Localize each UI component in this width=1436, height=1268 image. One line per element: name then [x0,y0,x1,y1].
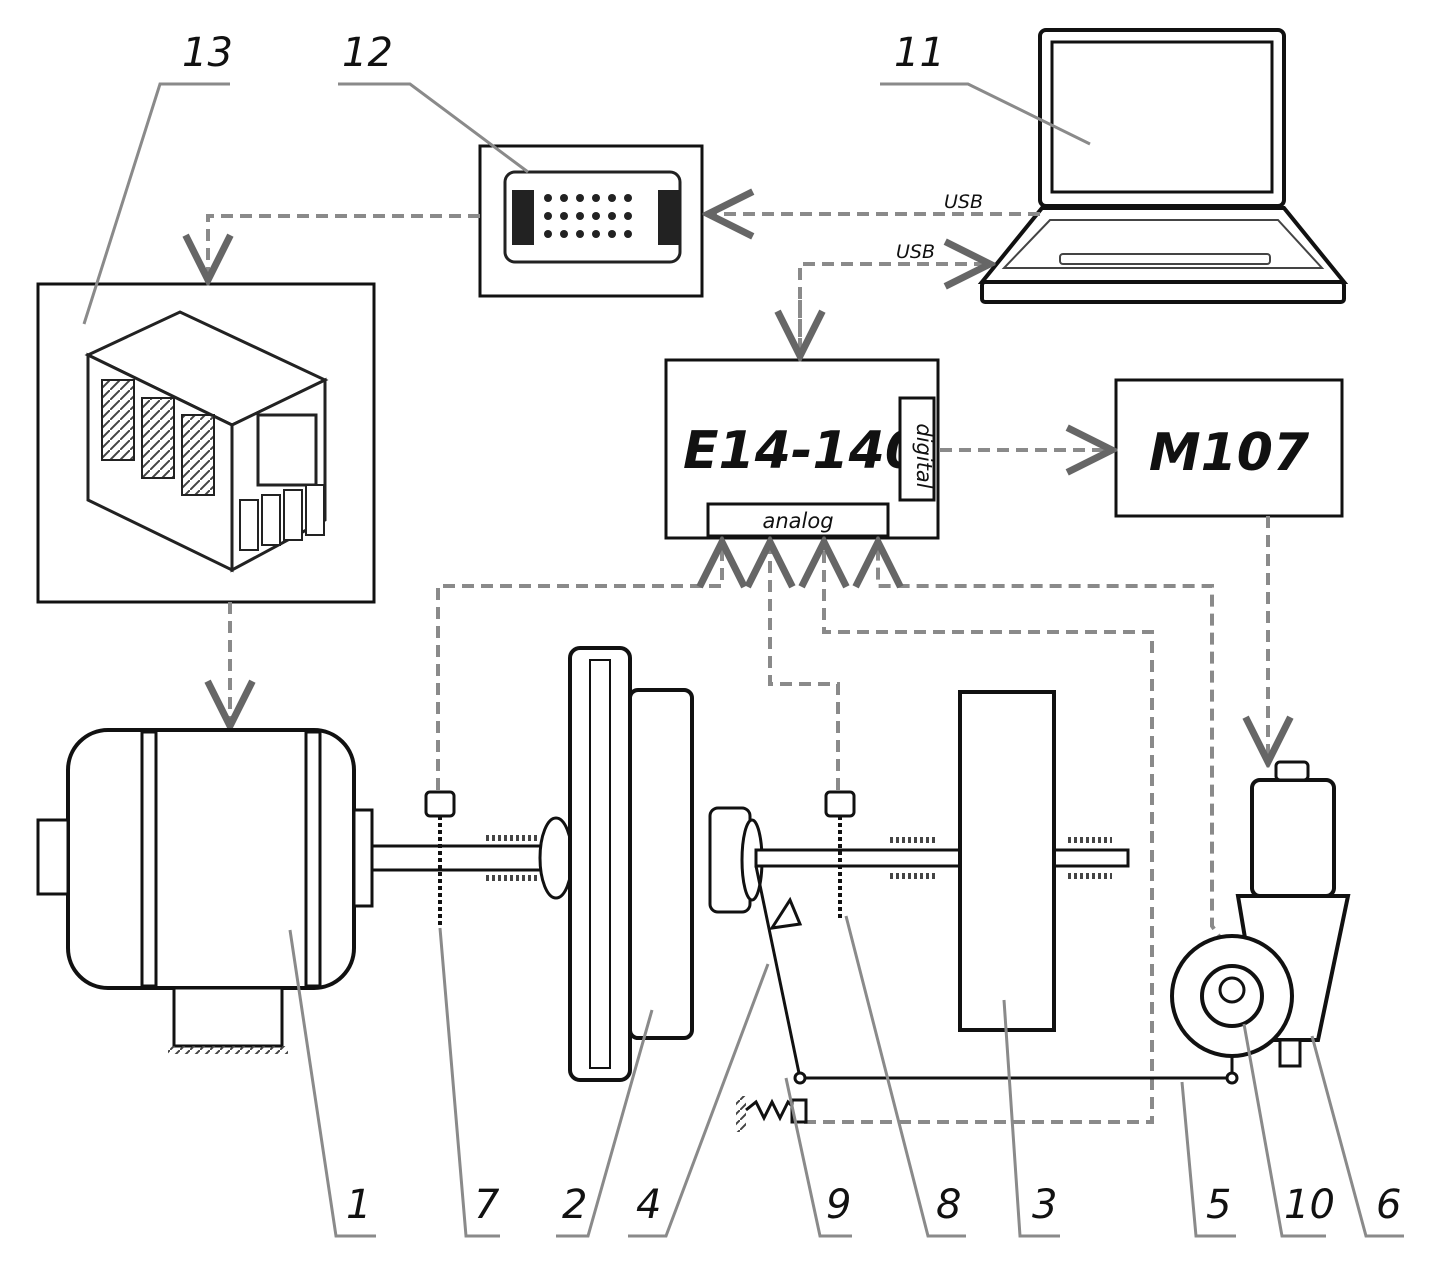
bearing-right [890,837,1112,879]
actuator-clamp [1278,1038,1302,1068]
cam-10-center [1218,976,1246,1004]
shaft-right [708,806,1130,914]
callout-10: 10 [1284,1182,1335,1228]
sensor8-to-adc [770,542,840,790]
leader-lines [82,82,1404,1238]
adc-e14-140: E14-140 analog digital [664,358,940,540]
actuator-6 [1170,760,1351,1068]
electric-motor-1 [36,728,374,1054]
callout-2: 2 [562,1182,587,1228]
inverter-terminals [239,484,325,551]
adc-analog-label: analog [762,509,833,533]
callout-5: 5 [1206,1182,1231,1228]
laptop-touchpad [1059,253,1271,265]
callout-8: 8 [936,1182,961,1228]
spring-mount [736,1096,746,1132]
usb-label-bottom: USB [896,241,935,263]
laptop-keyboard [1001,219,1325,269]
shaft-left [370,835,552,881]
converter-connector-left [512,190,534,245]
motor-foot [172,986,284,1048]
callout-numbers: 13 12 11 1 7 2 4 9 8 3 5 10 6 [182,30,1401,1228]
laptop-screen [1050,40,1274,194]
callout-4: 4 [636,1182,661,1228]
converter-connector-right [658,190,680,245]
callout-12: 12 [342,30,393,76]
rod-5 [800,1040,1234,1080]
motor-front-cap [352,808,374,908]
inverter-vents [101,379,215,496]
usb-label-top: USB [944,191,983,213]
sensor-8 [824,790,856,918]
load-flywheel-3 [958,690,1056,1032]
motor-ground [168,1046,288,1054]
callout-1: 1 [346,1182,371,1228]
m107-title: M107 [1149,423,1310,483]
sensor10-to-adc [878,542,1238,962]
motor-band-right [304,730,322,988]
flywheel-housing [628,688,694,1040]
hub-left [538,816,574,900]
converter-to-inverter [208,214,480,280]
interface-converter-12 [478,144,704,298]
usb-line-adc [798,264,990,356]
adc-analog-port [706,502,890,538]
lever-4 [754,865,802,1079]
callout-9: 9 [826,1182,851,1228]
laptop-base-edge [980,280,1346,304]
adc-digital-port [898,396,936,502]
callout-3: 3 [1032,1182,1057,1228]
motor-band-left [140,730,158,988]
adc-digital-label: digital [912,423,936,488]
sensor-7 [424,790,456,928]
frequency-inverter-13 [36,282,376,604]
converter-pins [544,194,632,238]
sensor7-to-adc [436,542,722,790]
callout-11: 11 [894,30,945,76]
inverter-panel [256,413,318,487]
actuator-cap [1274,760,1310,782]
callout-13: 13 [182,30,233,76]
actuator-motor [1250,778,1336,898]
pivot-support [768,896,803,930]
callout-7: 7 [474,1182,500,1228]
flywheel-rim [589,659,611,1069]
callout-6: 6 [1376,1182,1401,1228]
control-block-m107: M107 [1114,378,1344,518]
flywheel-2 [538,646,694,1082]
laptop-11 [977,28,1349,304]
spring-9 [745,1098,798,1122]
motor-rear-cap [36,818,70,896]
sensor9-to-adc [804,542,1154,1124]
bearing-left [486,835,540,881]
adc-title: E14-140 [683,421,921,481]
